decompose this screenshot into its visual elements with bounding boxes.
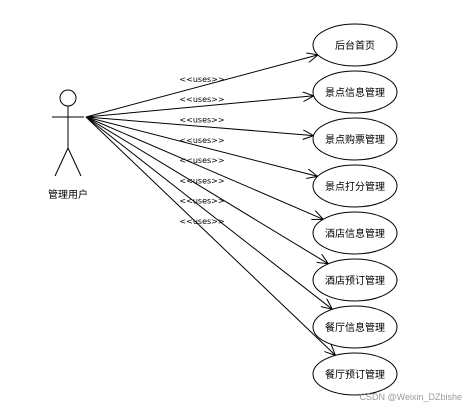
association-line [85,116,332,309]
association-line [85,116,318,176]
association-line [85,55,318,118]
uses-stereotype-label: <<uses>> [179,176,224,185]
use-case-label: 餐厅信息管理 [325,321,385,334]
use-case-group: 后台首页景点信息管理景点购票管理景点打分管理酒店信息管理酒店预订管理餐厅信息管理… [312,23,398,396]
association-line [85,116,323,219]
use-case-label: 景点购票管理 [325,133,385,146]
uses-stereotype-label: <<uses>> [179,116,224,125]
use-case-label: 景点打分管理 [325,180,385,193]
use-case-ellipse [312,211,398,255]
watermark-text: CSDN @Weixin_DZbishe [360,392,463,402]
use-case-ellipse [312,117,398,161]
uses-stereotype-label: <<uses>> [179,136,224,145]
uses-stereotype-label: <<uses>> [179,217,224,226]
uses-stereotype-label: <<uses>> [179,197,224,206]
use-case-ellipse [312,164,398,208]
use-case-label: 餐厅预订管理 [325,368,385,381]
use-case-ellipse [312,305,398,349]
actor-head [59,89,77,107]
use-case-label: 酒店预订管理 [325,274,385,287]
use-case-label: 后台首页 [335,39,375,52]
association-group: <<uses>> <<uses>> <<uses>> <<uses>> <<uses>>… [85,55,336,356]
use-case-ellipse [312,352,398,396]
uses-stereotype-label: <<uses>> [179,95,224,104]
association-line [85,96,314,118]
actor-figure [52,89,84,177]
use-case-ellipse [312,70,398,114]
use-case-ellipse [312,23,398,67]
use-case-ellipse [312,258,398,302]
association-line [85,116,336,355]
actor-left-leg [54,147,69,177]
actor-label: 管理用户 [48,188,88,201]
actor-right-leg [67,147,82,177]
association-line [85,116,328,264]
uses-stereotype-label: <<uses>> [179,75,224,84]
use-case-label: 景点信息管理 [325,86,385,99]
association-line [85,116,314,136]
use-case-label: 酒店信息管理 [325,227,385,240]
uses-stereotype-label: <<uses>> [179,156,224,165]
